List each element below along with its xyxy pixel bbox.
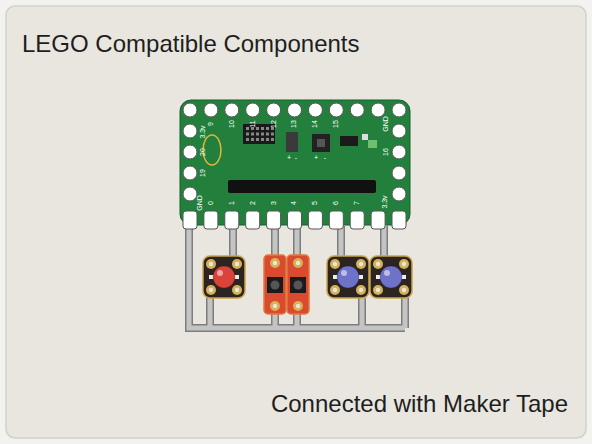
pad: [392, 166, 406, 180]
pad: [267, 103, 281, 117]
pin-label: 5: [311, 201, 319, 205]
components: [203, 255, 412, 314]
connector: [286, 132, 298, 152]
pad: [204, 103, 218, 117]
pad: [288, 103, 302, 117]
pad: [183, 166, 197, 180]
pad: [183, 187, 197, 201]
title: LEGO Compatible Components: [22, 30, 360, 58]
pad: [392, 145, 406, 159]
panel: [6, 6, 586, 438]
pad: [225, 103, 239, 117]
pin-label: 7: [353, 201, 361, 205]
pin-label: 0: [207, 201, 215, 205]
led-module: [370, 256, 412, 298]
pin-label: 12: [270, 120, 278, 128]
pad: [371, 211, 385, 229]
pad: [183, 103, 197, 117]
pin-label: 1: [228, 201, 236, 205]
pin-label: 6: [332, 201, 340, 205]
pad: [183, 145, 197, 159]
pad: [392, 211, 406, 229]
pin-label: 20: [199, 148, 207, 156]
pin-label: 3.3v: [199, 125, 207, 138]
caption: Connected with Maker Tape: [271, 390, 568, 418]
pin-label: 19: [199, 169, 207, 177]
pin-label: 3: [270, 201, 278, 205]
pin-label: 3.3v: [381, 195, 389, 208]
pad: [350, 211, 364, 229]
pin-label: +: [314, 154, 318, 162]
pin-label: GND: [196, 195, 204, 211]
pad: [288, 211, 302, 229]
pad: [392, 124, 406, 138]
pad: [225, 211, 239, 229]
pad: [204, 211, 218, 229]
pad: [308, 211, 322, 229]
pin-label: 13: [290, 120, 298, 128]
pad: [329, 103, 343, 117]
switch: [340, 136, 358, 146]
controller-board: [180, 100, 410, 229]
pad: [246, 103, 260, 117]
pin-label: +: [287, 154, 291, 162]
pad: [246, 211, 260, 229]
pin-label: -: [324, 154, 326, 162]
pin-label: 14: [311, 120, 319, 128]
pad: [183, 211, 197, 229]
pad: [183, 124, 197, 138]
led-module: [203, 256, 245, 298]
led-module: [327, 256, 369, 298]
pad: [371, 103, 385, 117]
pin-label: 16: [382, 148, 390, 156]
pad: [267, 211, 281, 229]
pin-label: 4: [290, 201, 298, 205]
pin-label: 15: [332, 120, 340, 128]
pin-label: GND: [382, 116, 390, 132]
pad: [392, 187, 406, 201]
pin-label: -: [295, 154, 297, 162]
connector: [312, 134, 330, 152]
button-module: [287, 255, 309, 314]
edge-connector: [228, 180, 376, 193]
pad: [392, 103, 406, 117]
pin-label: 10: [228, 120, 236, 128]
pad: [350, 103, 364, 117]
pin-label: 9: [207, 122, 215, 126]
pad: [329, 211, 343, 229]
pin-label: 2: [249, 201, 257, 205]
button-module: [264, 255, 286, 314]
pad: [308, 103, 322, 117]
pin-label: 11: [249, 120, 257, 127]
